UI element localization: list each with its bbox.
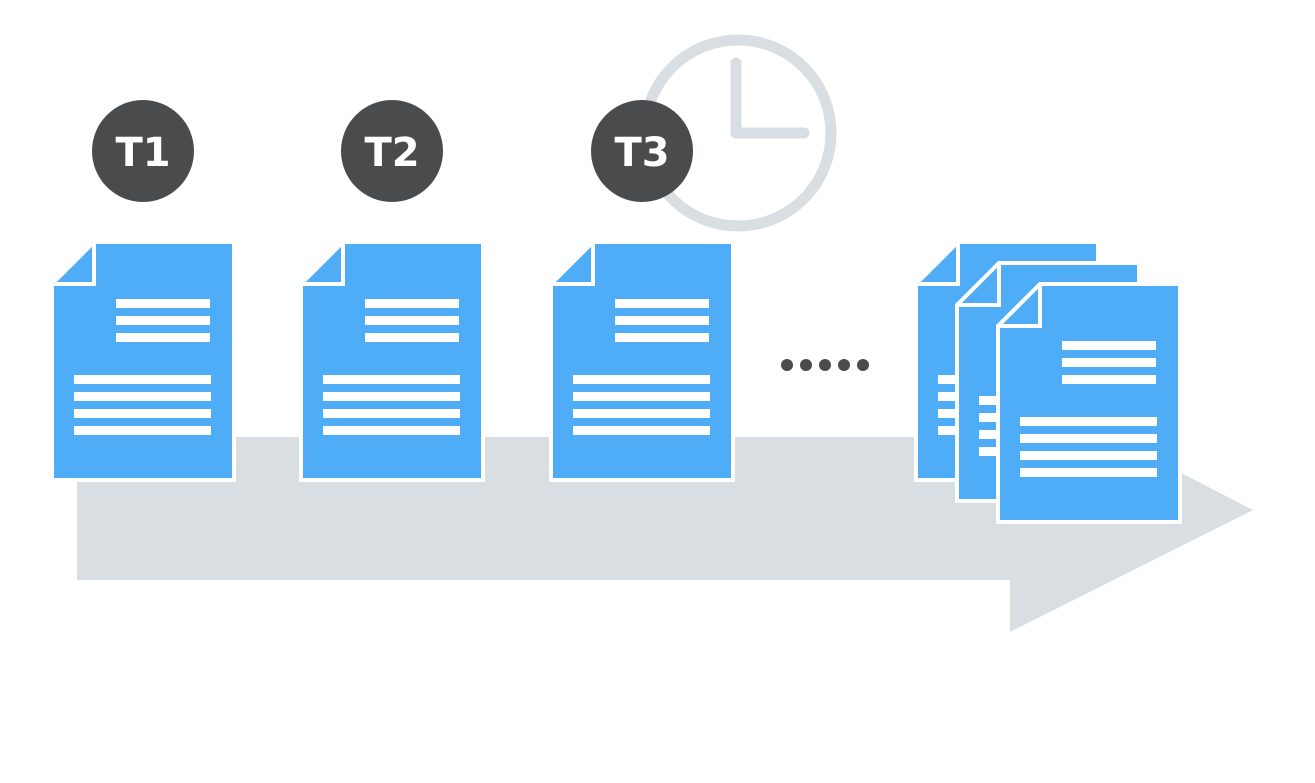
document-icon [299, 240, 485, 482]
step-badge-label: T2 [364, 130, 419, 176]
step-badge [591, 100, 693, 202]
timeline-step-3: T3 [549, 100, 735, 482]
step-badge [92, 100, 194, 202]
ellipsis-icon [781, 359, 869, 371]
document-stack-icon [914, 240, 1182, 524]
step-badge [341, 100, 443, 202]
document-icon [549, 240, 735, 482]
stack-document-front [996, 282, 1182, 524]
step-badge-label: T3 [614, 130, 669, 176]
step-badge-label: T1 [115, 130, 170, 176]
document-icon [50, 240, 236, 482]
timeline-step-1: T1 [50, 100, 236, 482]
timeline-step-2: T2 [299, 100, 485, 482]
